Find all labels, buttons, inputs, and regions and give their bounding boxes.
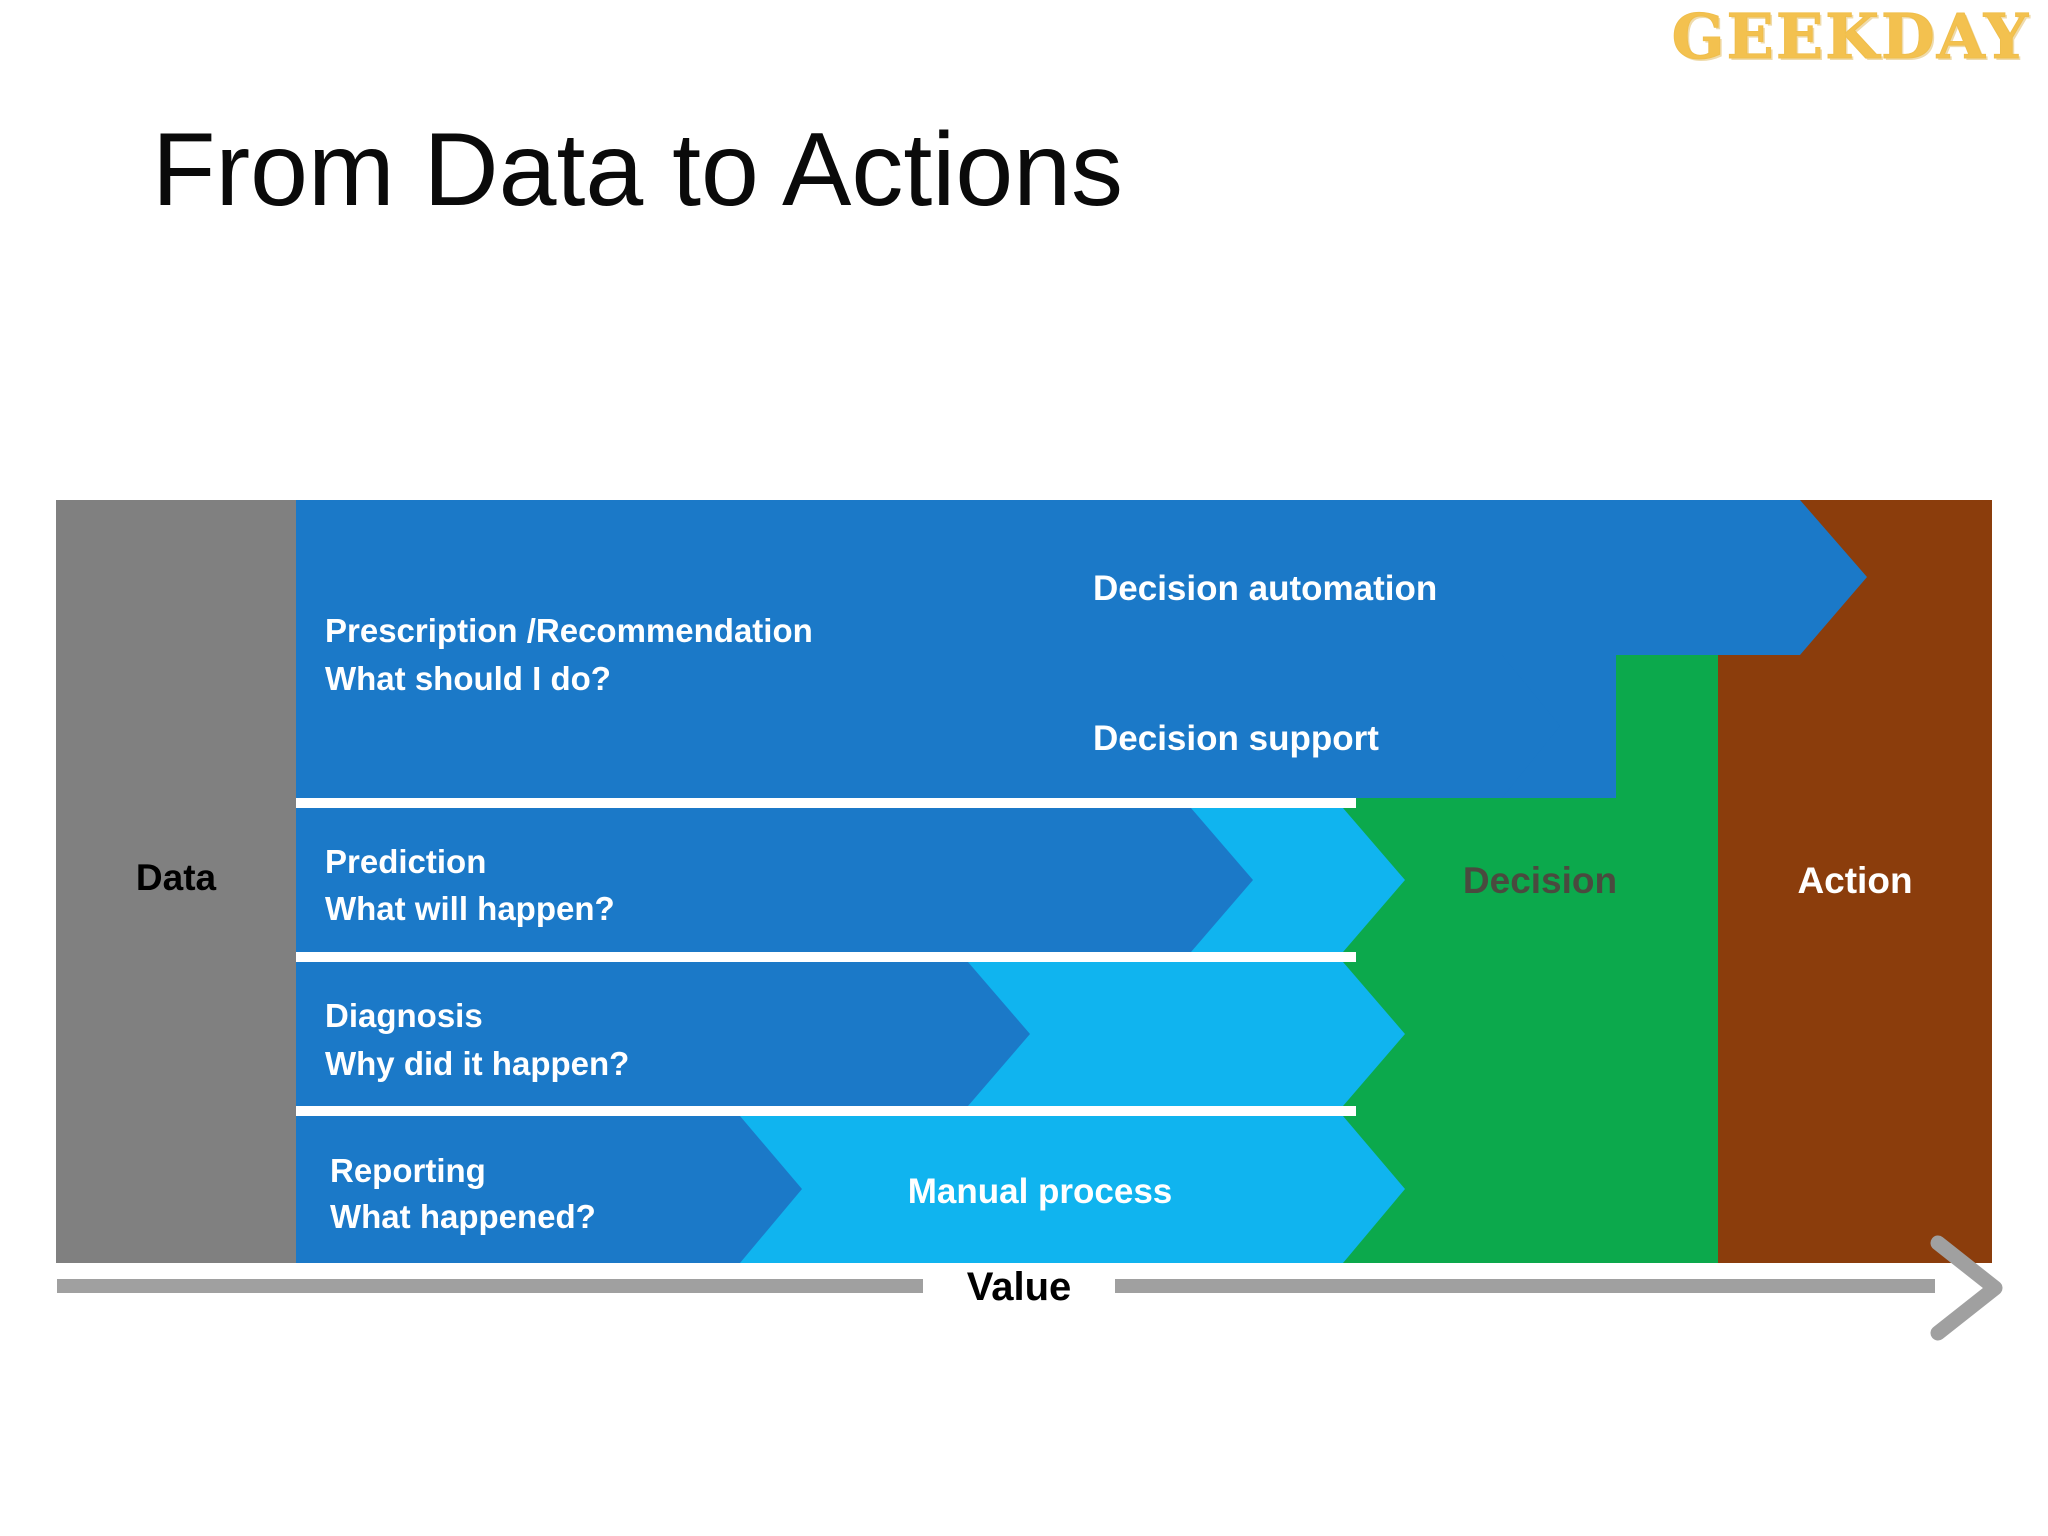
- label-decision-automation: Decision automation: [1093, 569, 1437, 608]
- geekday-logo: GEEKDAY: [1671, 0, 2030, 73]
- label-manual-process: Manual process: [908, 1172, 1173, 1211]
- arrow-diagnosis-dark: [296, 962, 1030, 1106]
- row-prescription-question: What should I do?: [325, 660, 611, 697]
- row-prescription-title: Prescription /Recommendation: [325, 612, 813, 649]
- row-reporting-title: Reporting: [330, 1152, 486, 1189]
- value-axis-right-segment: [1115, 1279, 1935, 1293]
- row-diagnosis-question: Why did it happen?: [325, 1045, 629, 1082]
- label-decision-support: Decision support: [1093, 719, 1379, 758]
- value-axis-label: Value: [967, 1265, 1072, 1309]
- row-divider-2: [296, 952, 1356, 962]
- label-data: Data: [136, 857, 217, 898]
- label-decision: Decision: [1463, 860, 1617, 901]
- column-data-block: [56, 500, 296, 1263]
- label-action: Action: [1797, 860, 1912, 901]
- arrow-prediction-dark: [296, 808, 1253, 952]
- arrow-reporting-dark: [296, 1116, 802, 1263]
- value-axis-arrowhead: [1930, 1235, 2003, 1341]
- value-axis-left-segment: [57, 1279, 923, 1293]
- row-divider-3: [296, 1106, 1356, 1116]
- row-diagnosis-title: Diagnosis: [325, 997, 483, 1034]
- arrow-decision-automation: [296, 500, 1867, 655]
- row-reporting-question: What happened?: [330, 1198, 596, 1235]
- row-prediction-title: Prediction: [325, 843, 486, 880]
- row-prediction-question: What will happen?: [325, 890, 615, 927]
- arrow-decision-support: [296, 655, 1560, 798]
- page-title: From Data to Actions: [152, 112, 1124, 228]
- row-divider-1: [296, 798, 1356, 808]
